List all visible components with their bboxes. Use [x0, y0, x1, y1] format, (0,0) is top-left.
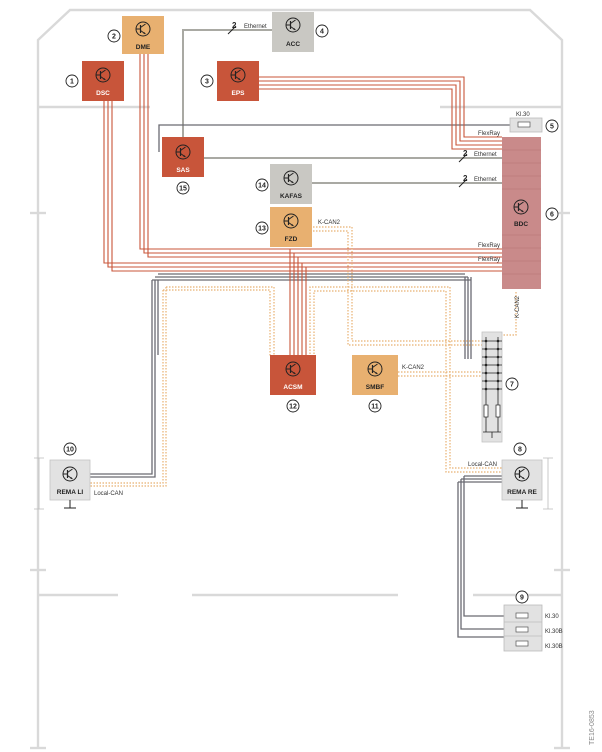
module-rema-li: REMA LI: [49, 459, 91, 509]
kafas-label: KAFAS: [280, 193, 303, 200]
ethernet-acc-label: Ethernet: [244, 24, 267, 30]
bdc-label: BDC: [514, 221, 528, 228]
callouts: [63, 24, 559, 604]
kcan2-bdc-label: K-CAN2: [515, 295, 521, 318]
callout-4: 4: [320, 29, 324, 36]
terminal-labels: Kl.30 Kl.30 Kl.30B Kl.30B: [516, 112, 563, 650]
fzd-label: FZD: [285, 236, 298, 243]
callout-3: 3: [205, 79, 209, 86]
ethernet-acc-count: 2: [232, 21, 237, 30]
module-dsc: DSC: [82, 61, 124, 101]
ethernet-sas-label: Ethernet: [474, 152, 497, 158]
callout-6: 6: [550, 212, 554, 219]
module-sas: SAS: [162, 137, 204, 177]
ethernet-kafas-count: 2: [463, 174, 468, 183]
acc-label: ACC: [286, 41, 300, 48]
ethernet-lines: [182, 29, 502, 184]
kl30b-2-label: Kl.30B: [545, 644, 563, 650]
flexray-lines: [103, 52, 502, 357]
module-kafas: KAFAS: [270, 164, 312, 204]
callout-15: 15: [179, 186, 187, 193]
rema-re-label: REMA RE: [507, 489, 537, 496]
callout-11: 11: [371, 404, 379, 411]
flexray-mid2-label: FlexRay: [478, 257, 500, 263]
local-can-li-label: Local-CAN: [94, 491, 123, 497]
ethernet-sas-count: 2: [463, 149, 468, 158]
eps-label: EPS: [231, 90, 245, 97]
flexray-top-label: FlexRay: [478, 131, 500, 137]
connector-block: [481, 331, 503, 443]
dsc-label: DSC: [96, 90, 110, 97]
callout-12: 12: [289, 404, 297, 411]
sas-label: SAS: [176, 167, 190, 174]
kcan2-fzd-label: K-CAN2: [318, 220, 341, 226]
rema-li-label: REMA LI: [57, 489, 84, 496]
module-acc: ACC: [272, 12, 314, 52]
callout-13: 13: [258, 226, 266, 233]
module-fzd: FZD: [270, 207, 312, 247]
dme-label: DME: [136, 44, 151, 51]
module-acsm: ACSM: [270, 355, 316, 395]
smbf-label: SMBF: [366, 384, 384, 391]
figure-id: TE16-0853: [589, 710, 596, 745]
callout-numbers: 1 2 3 4 5 6 7 8 9 10 11 12 13 14 15: [66, 29, 554, 602]
acsm-label: ACSM: [283, 384, 302, 391]
module-rema-re: REMA RE: [501, 459, 543, 509]
local-can-re-label: Local-CAN: [468, 462, 497, 468]
callout-7: 7: [510, 382, 514, 389]
power-lines: [90, 124, 510, 638]
kcan-lines: [90, 226, 517, 487]
module-smbf: SMBF: [352, 355, 398, 395]
fuse-block: [503, 604, 543, 652]
module-bdc: BDC: [502, 137, 541, 289]
fuse-kl30-top: [509, 117, 543, 133]
axle-marks: [34, 457, 553, 510]
kl30b-1-label: Kl.30B: [545, 629, 563, 635]
callout-5: 5: [550, 124, 554, 131]
module-eps: EPS: [217, 61, 259, 101]
callout-1: 1: [70, 79, 74, 86]
callout-9: 9: [520, 595, 524, 602]
callout-8: 8: [518, 447, 522, 454]
kl30-fuse-label: Kl.30: [545, 614, 559, 620]
bus-labels: 2 Ethernet 2 Ethernet 2 Ethernet FlexRay…: [94, 21, 521, 497]
kl30-top-label: Kl.30: [516, 112, 530, 118]
module-dme: DME: [122, 16, 164, 54]
callout-14: 14: [258, 183, 266, 190]
ethernet-kafas-label: Ethernet: [474, 177, 497, 183]
flexray-mid1-label: FlexRay: [478, 243, 500, 249]
ethernet-ticks: [227, 25, 468, 188]
callout-2: 2: [112, 34, 116, 41]
callout-10: 10: [66, 447, 74, 454]
kcan2-smbf-label: K-CAN2: [402, 365, 425, 371]
